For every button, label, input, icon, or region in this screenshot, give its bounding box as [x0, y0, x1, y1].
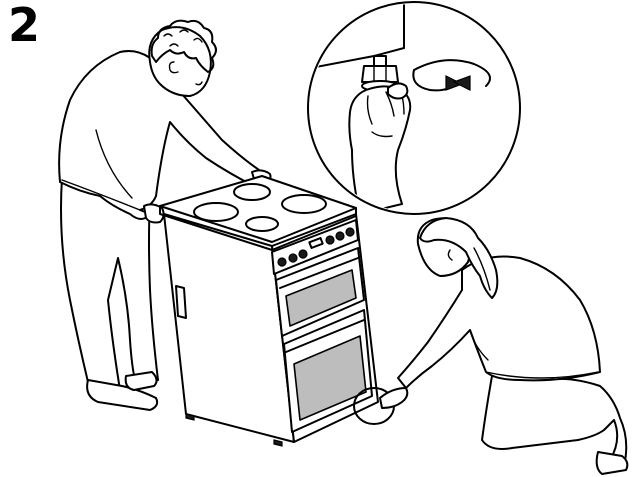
control-knob-6 [346, 228, 354, 236]
detail-magnifier [300, 0, 520, 214]
woman-figure [380, 218, 627, 474]
control-knob-4 [326, 236, 334, 244]
detail-foot-nut [362, 66, 398, 82]
man-legs [61, 178, 158, 390]
hob-ring-front-left [194, 203, 238, 221]
cooker [160, 176, 394, 446]
man-shoe-right [126, 372, 157, 390]
woman-torso [398, 257, 600, 389]
control-knob-1 [278, 258, 286, 266]
magnifier-circle [308, 2, 520, 214]
control-knob-3 [299, 250, 307, 258]
hob-ring-back-right [282, 195, 326, 213]
hob-ring-front-right [246, 217, 278, 231]
control-knob-5 [336, 232, 344, 240]
detail-thumb [388, 83, 407, 98]
hob-ring-back-left [234, 184, 270, 200]
control-knob-2 [289, 254, 297, 262]
cooker-foot-front [274, 440, 282, 446]
